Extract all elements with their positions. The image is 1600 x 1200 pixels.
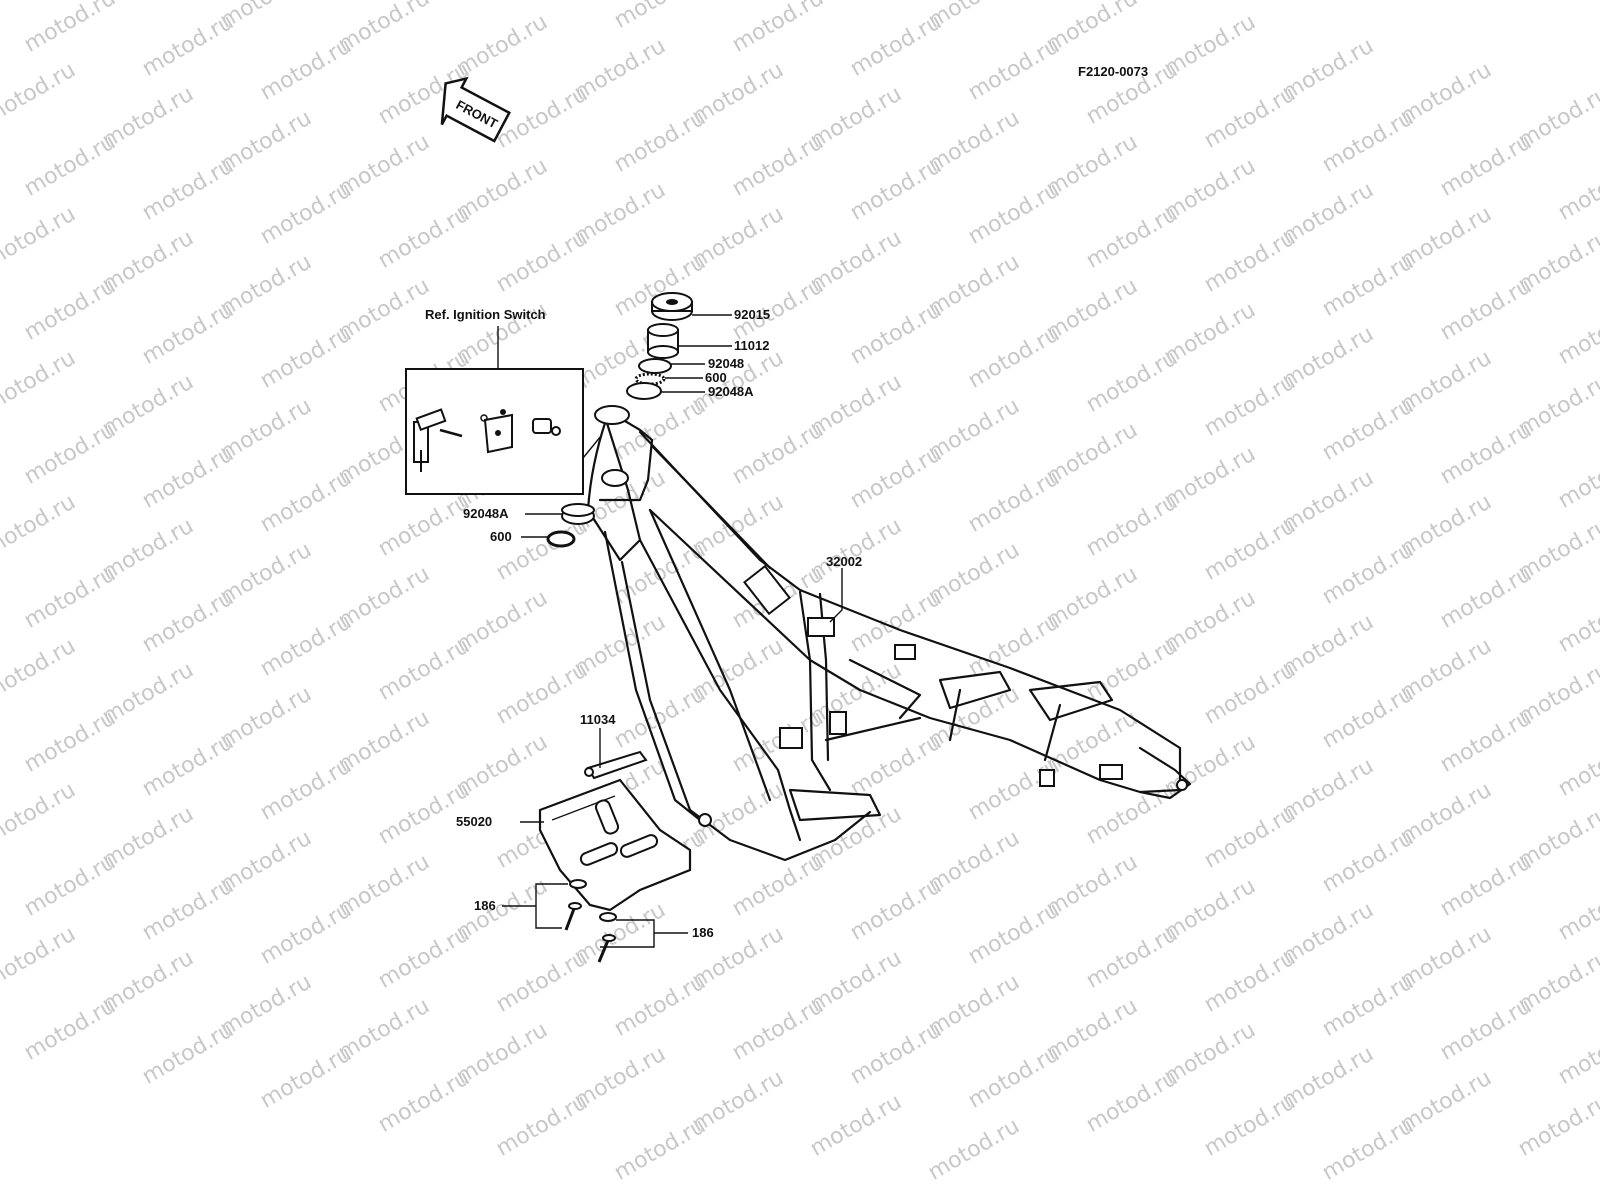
upper-race-icon [638,358,672,374]
label-92048: 92048 [708,356,744,371]
label-600-upper: 600 [705,370,727,385]
label-55020: 55020 [456,814,492,829]
label-32002: 32002 [826,554,862,569]
label-92048A-upper: 92048A [708,384,754,399]
skid-plate-icon [538,778,692,912]
inset-title: Ref. Ignition Switch [425,307,546,322]
leader-lines [502,314,843,948]
label-92015: 92015 [734,307,770,322]
steering-stem-parts [546,292,693,548]
label-11012: 11012 [734,338,769,353]
upper-balls-icon [634,372,666,386]
ignition-switch-parts [413,408,561,472]
bracket-icon [584,750,648,780]
label-186-left: 186 [474,898,496,913]
front-arrow-icon: FRONT [440,76,511,143]
upper-cup-icon [626,382,662,400]
label-600-lower: 600 [490,529,512,544]
label-186-right: 186 [692,925,714,940]
label-11034: 11034 [580,712,616,727]
main-frame [586,405,1192,862]
ignition-cap-icon [532,418,561,436]
lower-balls-icon [546,530,576,548]
ignition-plate-icon [480,409,513,454]
label-92048A-lower: 92048A [463,506,509,521]
diagram-code: F2120-0073 [1078,64,1148,79]
bolt-icons [564,879,617,963]
ignition-key-icon [413,408,463,472]
